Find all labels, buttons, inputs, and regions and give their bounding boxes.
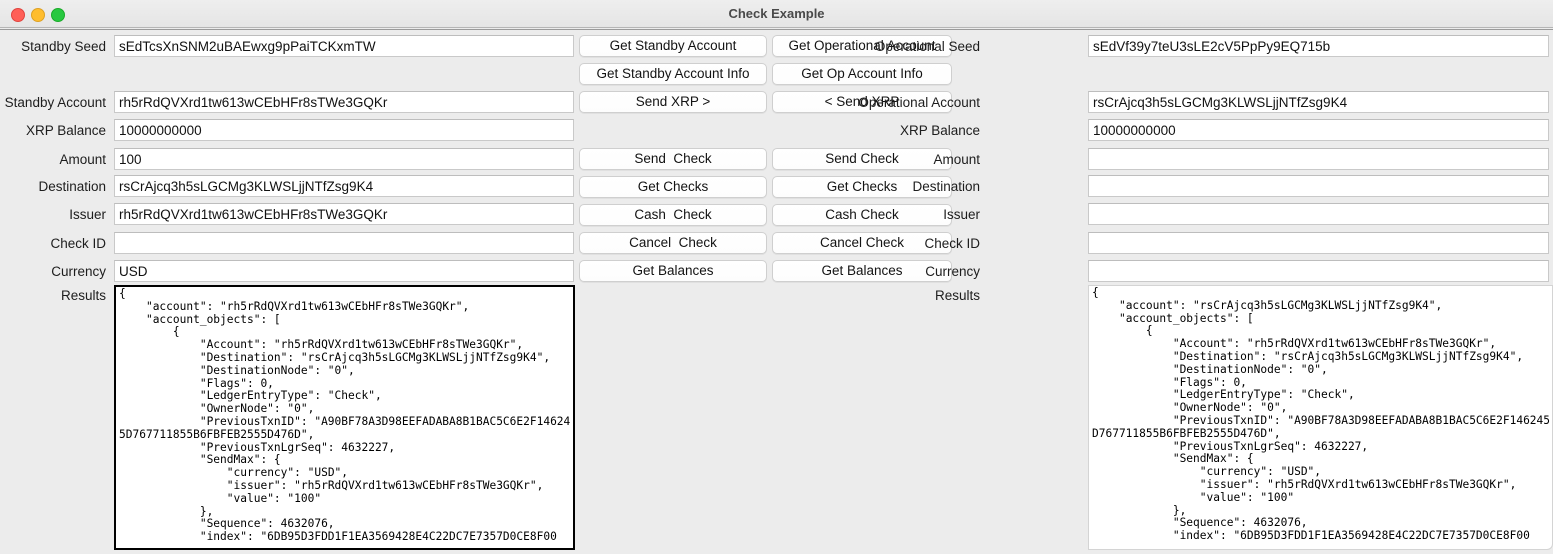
title-bar: Check Example <box>0 0 1553 28</box>
operational-send-check-button[interactable]: Send Check <box>772 148 952 170</box>
operational-amount-label: Amount <box>933 152 980 167</box>
operational-cancel-check-button[interactable]: Cancel Check <box>772 232 952 254</box>
get-op-account-info-button[interactable]: Get Op Account Info <box>772 63 952 85</box>
standby-cash-check-button[interactable]: Cash Check <box>579 204 767 226</box>
get-standby-account-info-button[interactable]: Get Standby Account Info <box>579 63 767 85</box>
minimize-window-icon[interactable] <box>31 8 45 22</box>
standby-checkid-label: Check ID <box>50 236 106 251</box>
standby-currency-input[interactable] <box>114 260 574 282</box>
operational-checkid-input[interactable] <box>1088 232 1549 254</box>
get-operational-account-button[interactable]: Get Operational Account <box>772 35 952 57</box>
operational-cash-check-button[interactable]: Cash Check <box>772 204 952 226</box>
standby-seed-input[interactable] <box>114 35 574 57</box>
operational-currency-input[interactable] <box>1088 260 1549 282</box>
standby-balance-input[interactable] <box>114 119 574 141</box>
standby-destination-label: Destination <box>38 179 106 194</box>
maximize-window-icon[interactable] <box>51 8 65 22</box>
main-content: Standby Seed Standby Account XRP Balance… <box>0 29 1553 554</box>
standby-send-check-button[interactable]: Send Check <box>579 148 767 170</box>
operational-get-checks-button[interactable]: Get Checks <box>772 176 952 198</box>
get-standby-account-button[interactable]: Get Standby Account <box>579 35 767 57</box>
operational-seed-label: Operational Seed <box>874 39 980 54</box>
standby-account-label: Standby Account <box>4 95 106 110</box>
standby-balance-label: XRP Balance <box>25 123 106 138</box>
operational-destination-label: Destination <box>912 179 980 194</box>
standby-issuer-label: Issuer <box>69 207 106 222</box>
standby-checkid-input[interactable] <box>114 232 574 254</box>
operational-balance-input[interactable] <box>1088 119 1549 141</box>
operational-seed-input[interactable] <box>1088 35 1549 57</box>
standby-account-input[interactable] <box>114 91 574 113</box>
standby-get-balances-button[interactable]: Get Balances <box>579 260 767 282</box>
standby-cancel-check-button[interactable]: Cancel Check <box>579 232 767 254</box>
close-window-icon[interactable] <box>11 8 25 22</box>
standby-results-textarea[interactable] <box>114 285 575 550</box>
operational-results-textarea[interactable] <box>1088 285 1553 550</box>
operational-checkid-label: Check ID <box>924 236 980 251</box>
operational-amount-input[interactable] <box>1088 148 1549 170</box>
operational-destination-input[interactable] <box>1088 175 1549 197</box>
window-title: Check Example <box>728 6 825 21</box>
standby-amount-input[interactable] <box>114 148 574 170</box>
send-xrp-right-button[interactable]: Send XRP > <box>579 91 767 113</box>
standby-destination-input[interactable] <box>114 175 574 197</box>
operational-account-input[interactable] <box>1088 91 1549 113</box>
standby-issuer-input[interactable] <box>114 203 574 225</box>
standby-seed-label: Standby Seed <box>21 39 106 54</box>
standby-amount-label: Amount <box>59 152 106 167</box>
operational-issuer-label: Issuer <box>943 207 980 222</box>
operational-results-label: Results <box>934 288 980 303</box>
standby-results-label: Results <box>60 288 106 303</box>
operational-balance-label: XRP Balance <box>899 123 980 138</box>
standby-currency-label: Currency <box>51 264 106 279</box>
operational-get-balances-button[interactable]: Get Balances <box>772 260 952 282</box>
operational-currency-label: Currency <box>925 264 980 279</box>
operational-issuer-input[interactable] <box>1088 203 1549 225</box>
operational-account-label: Operational Account <box>858 95 980 110</box>
send-xrp-left-button[interactable]: < Send XRP <box>772 91 952 113</box>
standby-get-checks-button[interactable]: Get Checks <box>579 176 767 198</box>
